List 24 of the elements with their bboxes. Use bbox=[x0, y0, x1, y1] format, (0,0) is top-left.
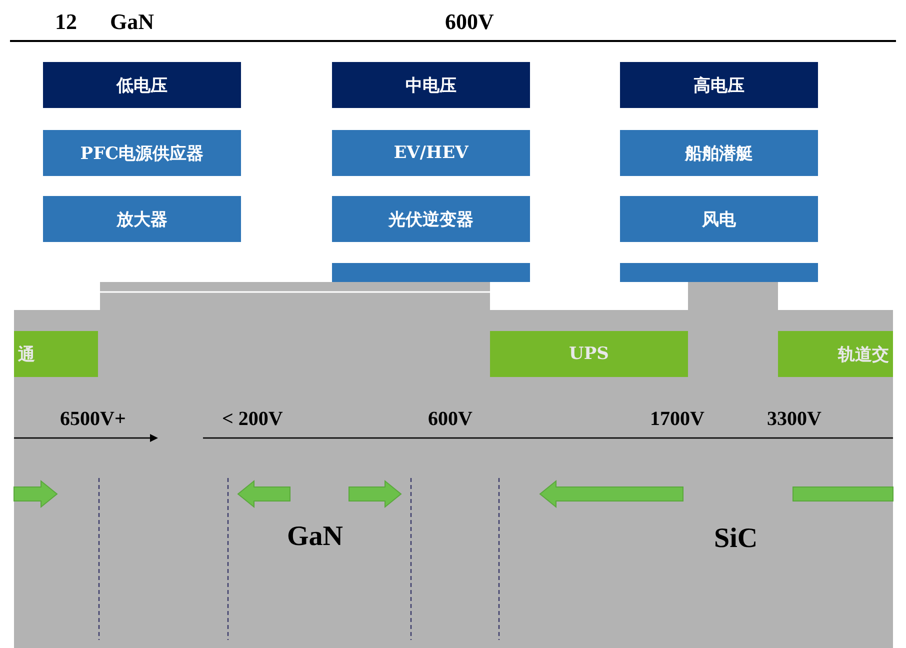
application-box bbox=[332, 263, 530, 282]
low-voltage-box: 低电压 bbox=[43, 62, 241, 108]
material-label: SiC bbox=[714, 523, 758, 555]
application-box: 风电 bbox=[620, 196, 818, 242]
voltage-label: 600V bbox=[428, 408, 472, 431]
voltage-label: 6500V+ bbox=[60, 408, 126, 431]
material-label: GaN bbox=[287, 521, 343, 553]
application-box: UPS bbox=[490, 331, 688, 377]
application-box: 轨道交 bbox=[778, 331, 893, 377]
high-voltage-box: 高电压 bbox=[620, 62, 818, 108]
voltage-label: 3300V bbox=[767, 408, 822, 431]
title-text: GaN bbox=[110, 9, 154, 35]
application-box: 船舶潜艇 bbox=[620, 130, 818, 176]
voltage-label: 1700V bbox=[650, 408, 704, 431]
application-box: EV/HEV bbox=[332, 130, 530, 176]
application-box: 通 bbox=[14, 331, 98, 377]
application-box: 放大器 bbox=[43, 196, 241, 242]
application-box bbox=[620, 263, 818, 282]
medium-voltage-box: 中电压 bbox=[332, 62, 530, 108]
figure-number: 12 bbox=[55, 9, 77, 35]
voltage-label: < 200V bbox=[222, 408, 283, 431]
application-box: 光伏逆变器 bbox=[332, 196, 530, 242]
application-box: PFC电源供应器 bbox=[43, 130, 241, 176]
title-text: 600V bbox=[445, 9, 494, 35]
